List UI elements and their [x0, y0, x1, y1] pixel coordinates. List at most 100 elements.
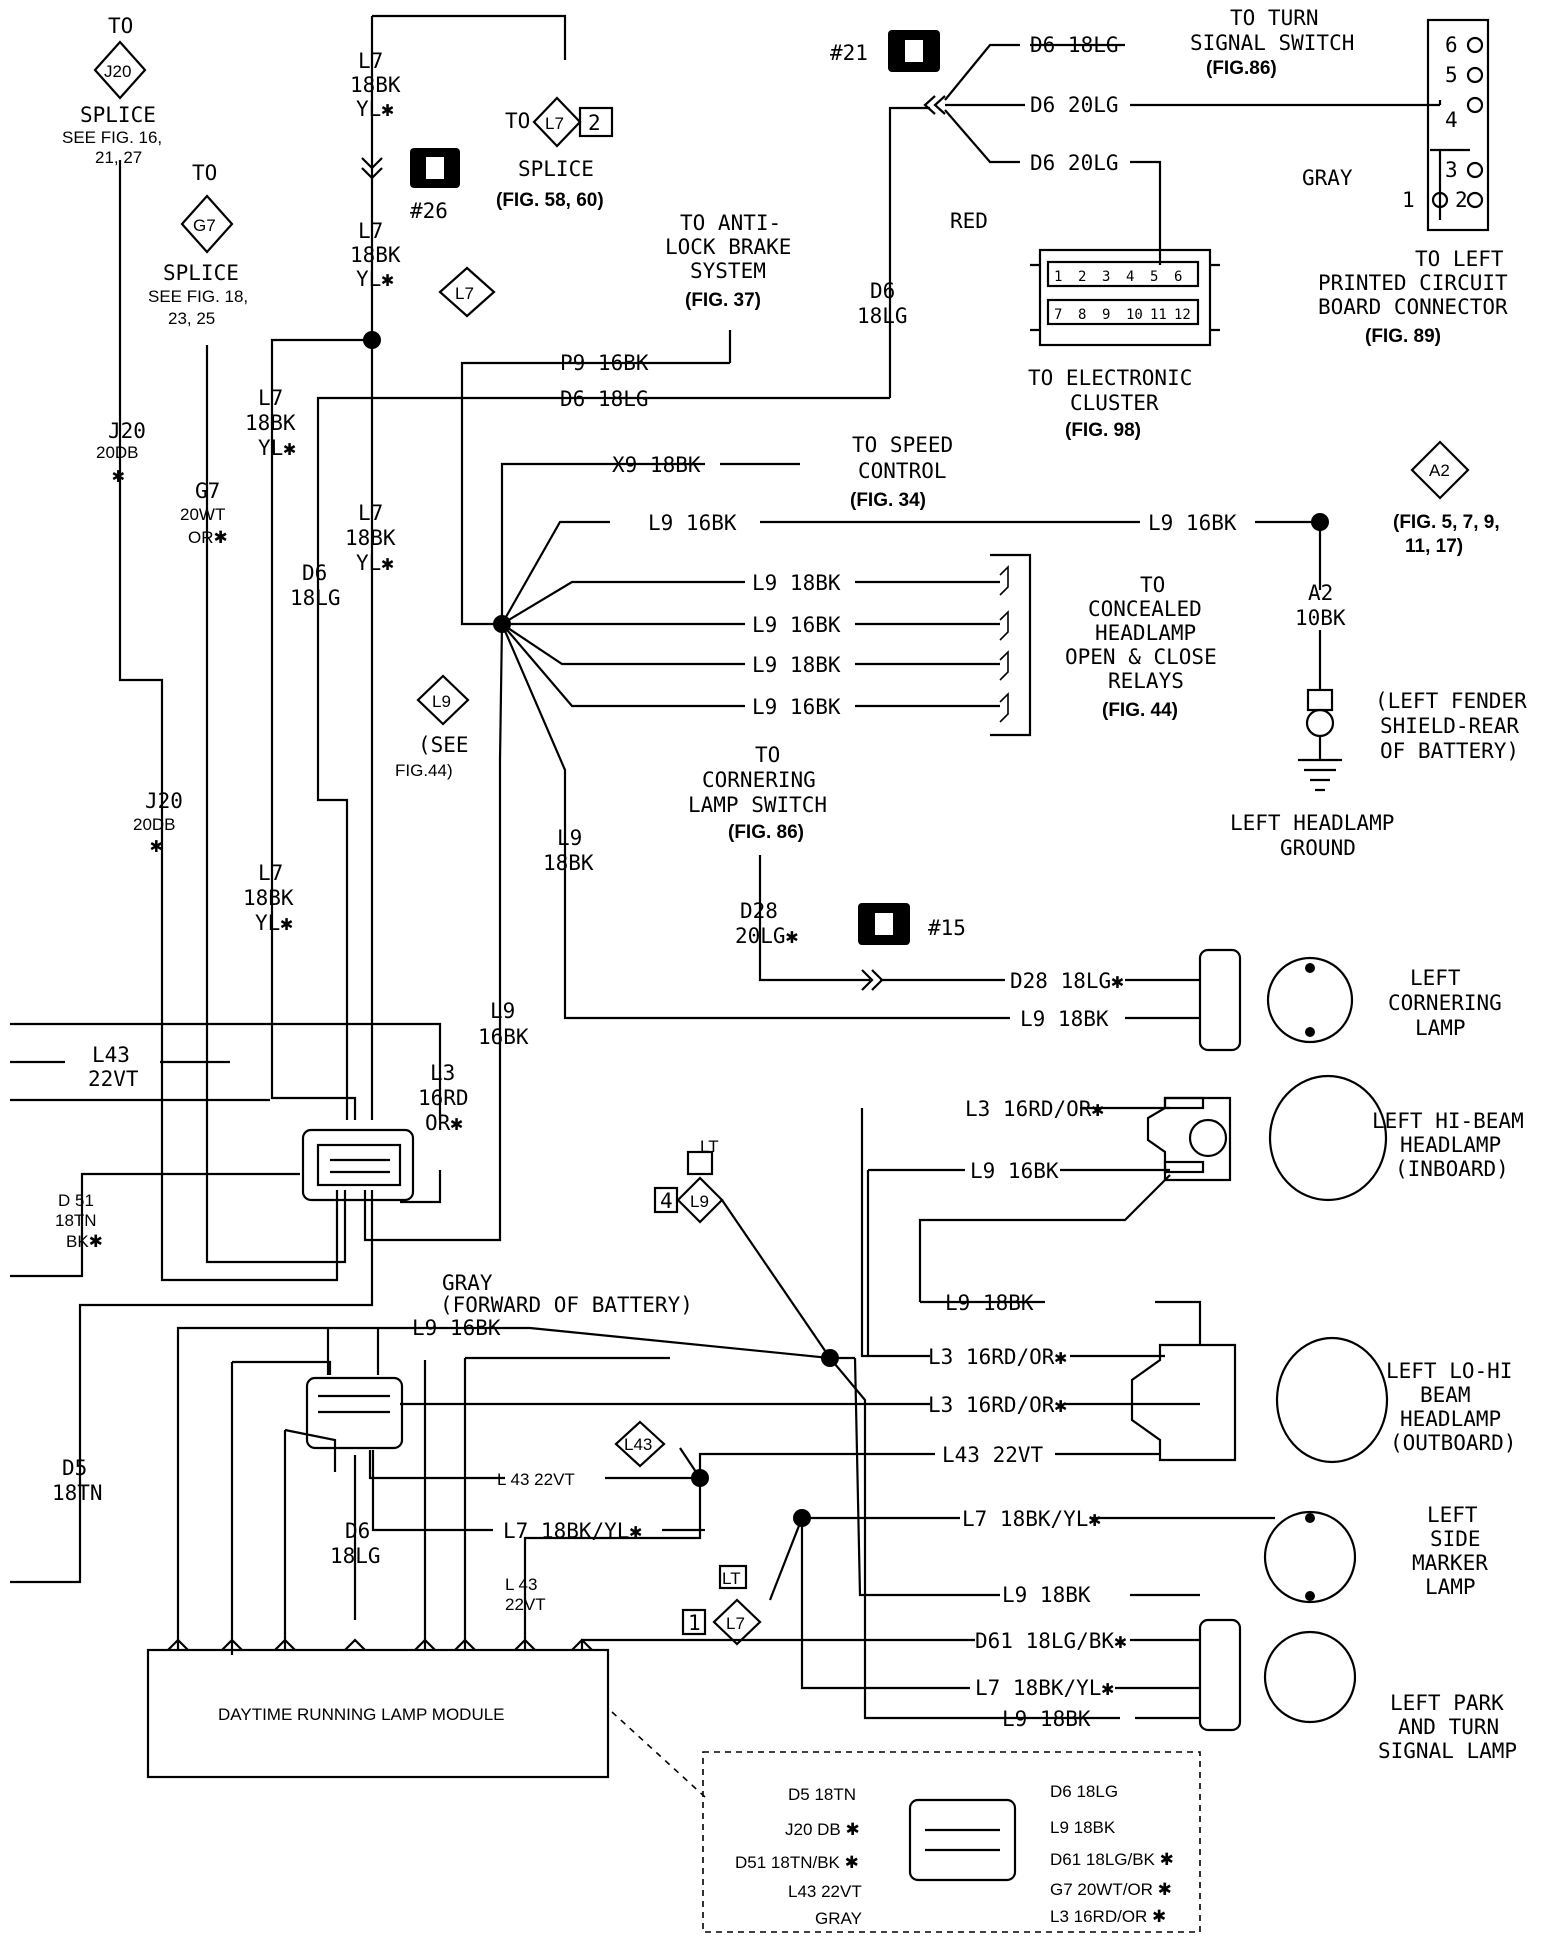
- svg-text:OR✱: OR✱: [188, 528, 228, 547]
- svg-text:YL✱: YL✱: [356, 267, 394, 291]
- svg-text:2: 2: [588, 111, 601, 135]
- svg-text:TO TURN: TO TURN: [1230, 6, 1319, 30]
- svg-text:(FIG. 89): (FIG. 89): [1365, 326, 1441, 347]
- svg-text:D61 18LG/BK ✱: D61 18LG/BK ✱: [1050, 1850, 1174, 1869]
- wire-l9-lohi-b: [920, 1300, 1202, 1345]
- svg-text:LEFT HEADLAMP: LEFT HEADLAMP: [1230, 811, 1394, 835]
- cluster-pin-4: 4: [1126, 269, 1134, 285]
- j20-see: SEE FIG. 16,: [62, 128, 162, 147]
- side-marker-icon: [1263, 1510, 1357, 1604]
- box-l9-lt: [686, 1150, 714, 1176]
- wire-l9-fan4: [501, 623, 745, 708]
- svg-text:2: 2: [1455, 188, 1468, 212]
- cluster-pin-5: 5: [1150, 269, 1158, 285]
- svg-text:P9 16BK: P9 16BK: [560, 351, 649, 375]
- svg-text:16RD: 16RD: [418, 1086, 469, 1110]
- box-l7-num: [578, 106, 614, 138]
- svg-text:4: 4: [660, 1189, 673, 1213]
- svg-text:BOARD CONNECTOR: BOARD CONNECTOR: [1318, 295, 1508, 319]
- svg-text:LT: LT: [722, 1569, 741, 1588]
- svg-text:CLUSTER: CLUSTER: [1070, 391, 1159, 415]
- drl-module-title: DAYTIME RUNNING LAMP MODULE: [218, 1705, 505, 1724]
- diamond-j20: [93, 40, 147, 100]
- diamond-l7-splice: [532, 96, 582, 148]
- svg-text:18LG: 18LG: [290, 586, 341, 610]
- svg-text:(FIG. 44): (FIG. 44): [1102, 700, 1178, 721]
- svg-text:(FIG. 37): (FIG. 37): [685, 290, 761, 311]
- svg-text:TO: TO: [1140, 573, 1165, 597]
- svg-text:L9 18BK: L9 18BK: [752, 571, 841, 595]
- box-l9-4: [653, 1186, 679, 1214]
- svg-text:1: 1: [688, 1611, 701, 1635]
- splice-l43: [691, 1469, 709, 1487]
- svg-text:4: 4: [1445, 108, 1458, 132]
- splice-l9: [493, 615, 511, 633]
- svg-text:L9 18BK: L9 18BK: [1002, 1583, 1091, 1607]
- wire-d6-up: [888, 106, 930, 398]
- detail-leader: [611, 1711, 706, 1798]
- svg-text:18TN: 18TN: [55, 1211, 97, 1230]
- svg-text:GRAY: GRAY: [815, 1909, 862, 1928]
- svg-text:CORNERING: CORNERING: [702, 768, 816, 792]
- svg-text:GROUND: GROUND: [1280, 836, 1356, 860]
- wire-l9-lohi-a: [918, 1174, 1171, 1302]
- wire-l43-down: [523, 1530, 702, 1650]
- svg-text:L9 16BK: L9 16BK: [970, 1159, 1059, 1183]
- svg-text:D 51: D 51: [58, 1191, 94, 1210]
- box-l7-1: [681, 1608, 707, 1636]
- diamond-l9-lt: [676, 1176, 724, 1224]
- wire-g7: [205, 345, 347, 1264]
- svg-text:L9 18BK: L9 18BK: [945, 1291, 1034, 1315]
- cluster-pin-8: 8: [1078, 307, 1086, 323]
- svg-text:YL✱: YL✱: [255, 911, 293, 935]
- svg-text:(SEE: (SEE: [418, 733, 469, 757]
- svg-text:OR✱: OR✱: [425, 1111, 463, 1135]
- connector-26-label: #26: [410, 199, 448, 223]
- svg-text:D5: D5: [62, 1456, 87, 1480]
- wire-l43-lohi: [698, 1452, 1160, 1478]
- diamond-g7: [180, 194, 234, 254]
- wire-m3b: [284, 1428, 337, 1472]
- svg-text:D6 18LG: D6 18LG: [1050, 1782, 1118, 1801]
- diamond-l9: [416, 674, 470, 726]
- connector-icons: [410, 30, 940, 945]
- svg-text:YL✱: YL✱: [258, 436, 296, 460]
- corner-lamp-connector: [1198, 948, 1242, 1052]
- ground-symbol: [1298, 688, 1342, 792]
- svg-text:L7: L7: [258, 861, 283, 885]
- svg-text:L9: L9: [690, 1192, 709, 1211]
- svg-text:YL✱: YL✱: [356, 97, 394, 121]
- svg-text:PRINTED CIRCUIT: PRINTED CIRCUIT: [1318, 271, 1508, 295]
- wire-d28: [758, 855, 1200, 982]
- connector-15-label: #15: [928, 916, 966, 940]
- svg-text:L43 22VT: L43 22VT: [942, 1443, 1044, 1467]
- svg-text:18BK: 18BK: [350, 243, 401, 267]
- svg-text:10BK: 10BK: [1295, 606, 1346, 630]
- svg-text:TO LEFT: TO LEFT: [1415, 247, 1504, 271]
- svg-text:3: 3: [1445, 158, 1458, 182]
- diamond-a2: [1410, 440, 1470, 500]
- svg-text:L7: L7: [358, 501, 383, 525]
- wire-l7-top: [372, 14, 567, 60]
- svg-text:GRAY: GRAY: [1302, 166, 1353, 190]
- cluster-pin-10: 10: [1126, 307, 1143, 323]
- svg-text:6: 6: [1445, 33, 1458, 57]
- lower-harness-connector: [305, 1376, 404, 1450]
- diamond-l43: [614, 1420, 666, 1468]
- svg-text:D6 20LG: D6 20LG: [1030, 93, 1119, 117]
- cluster-pin-12: 12: [1174, 307, 1191, 323]
- svg-text:18BK: 18BK: [350, 73, 401, 97]
- g7-splice: SPLICE: [163, 261, 239, 285]
- svg-text:L43 22VT: L43 22VT: [788, 1882, 862, 1901]
- svg-text:L 43: L 43: [505, 1575, 537, 1594]
- svg-text:(FIG. 58, 60): (FIG. 58, 60): [496, 190, 604, 211]
- splice-l7-lower: [793, 1509, 811, 1527]
- svg-text:L9 16BK: L9 16BK: [752, 695, 841, 719]
- wire-l9-16bk-down: [363, 623, 504, 1242]
- svg-text:D28 18LG✱: D28 18LG✱: [1010, 969, 1124, 993]
- svg-text:TO: TO: [755, 743, 780, 767]
- splice-l9-lower: [821, 1349, 839, 1367]
- cluster-pin-6: 6: [1174, 269, 1182, 285]
- svg-text:D6 18LG: D6 18LG: [560, 387, 649, 411]
- svg-text:LEFT HI-BEAM: LEFT HI-BEAM: [1372, 1109, 1524, 1133]
